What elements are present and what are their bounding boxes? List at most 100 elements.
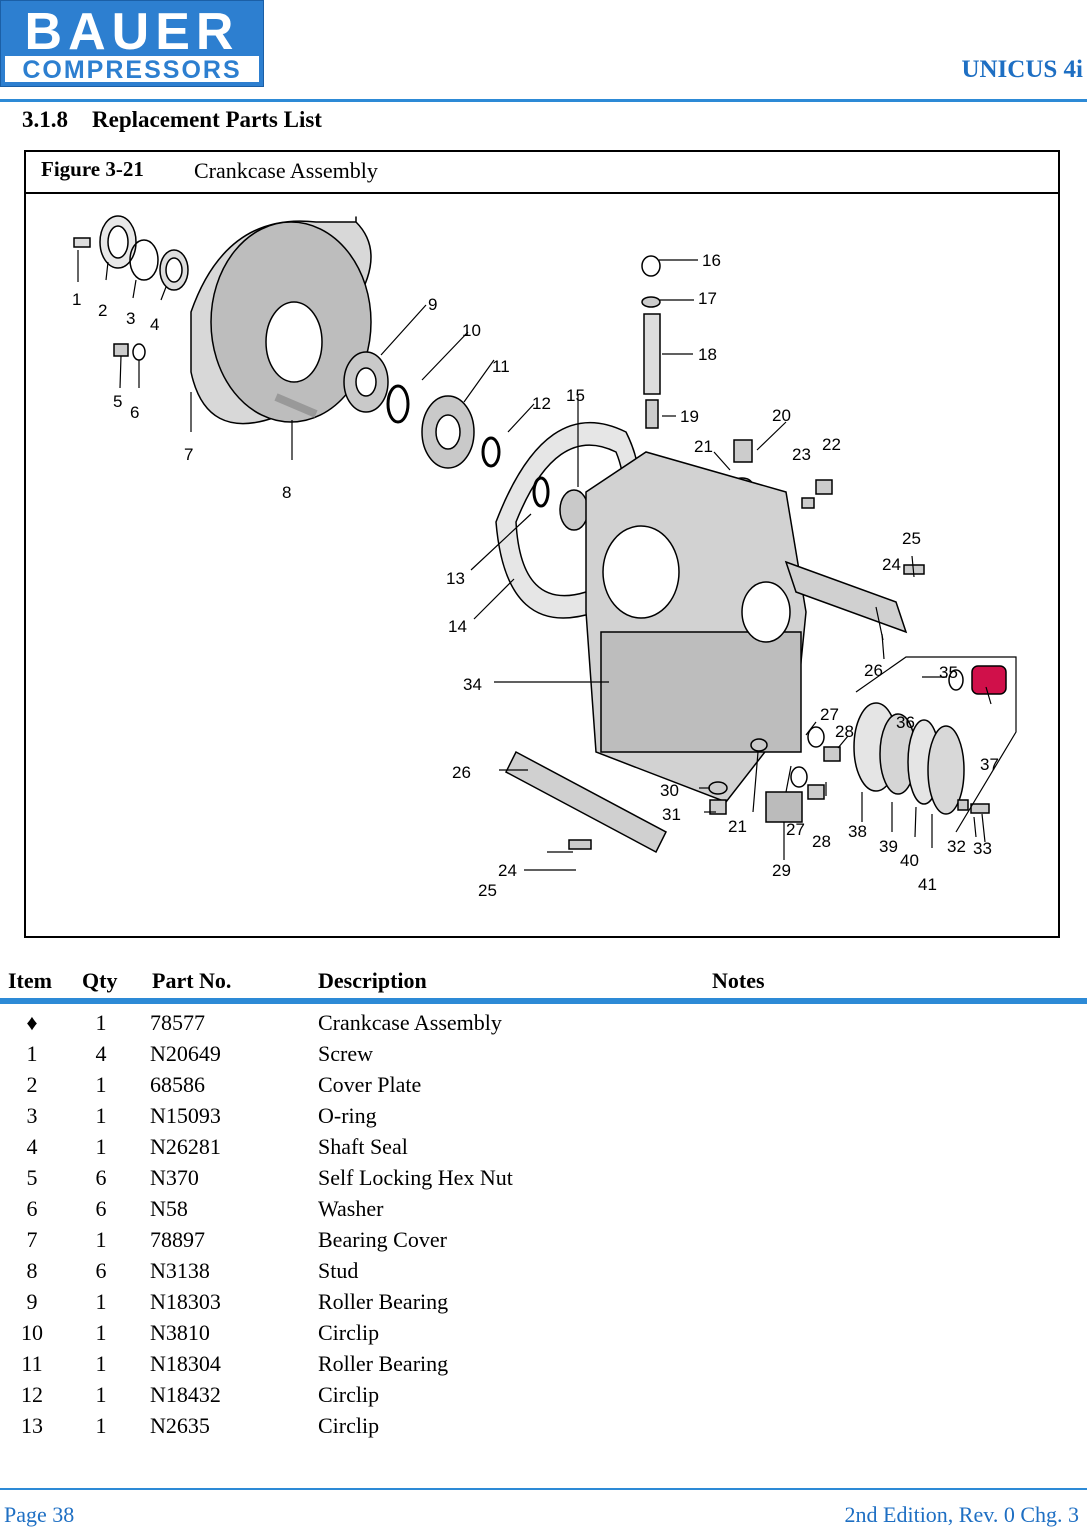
part-crankcase	[585, 451, 807, 803]
callout-4: 4	[150, 315, 159, 334]
part-22	[815, 479, 833, 495]
callout-34: 34	[463, 675, 482, 694]
callout-9: 9	[428, 295, 437, 314]
part-37-red-cap	[971, 665, 1007, 695]
row-item: 2	[26, 1072, 38, 1097]
row-item: 7	[26, 1227, 38, 1252]
part-41	[927, 725, 965, 815]
callout-30: 30	[660, 781, 679, 800]
row-part-no: N15093	[150, 1103, 221, 1128]
callout-36: 36	[896, 713, 915, 732]
part-36	[948, 669, 964, 691]
row-part-no: N3138	[150, 1258, 210, 1283]
row-qty: 1	[95, 1010, 107, 1035]
part-28-a	[823, 746, 841, 762]
row-description: Self Locking Hex Nut	[318, 1165, 513, 1190]
callout-39: 39	[879, 837, 898, 856]
table-rule	[0, 998, 1087, 1004]
row-qty: 1	[95, 1382, 107, 1407]
row-item: 3	[26, 1103, 38, 1128]
callout-23: 23	[792, 445, 811, 464]
part-33	[970, 803, 990, 814]
part-circlip-12	[481, 436, 501, 468]
row-description: Circlip	[318, 1382, 380, 1407]
row-qty: 1	[95, 1413, 107, 1438]
col-notes: Notes	[712, 968, 765, 993]
part-32	[957, 799, 969, 811]
row-qty: 1	[95, 1289, 107, 1314]
product-name: UNICUS 4i	[961, 56, 1083, 83]
footer-rule	[0, 1488, 1087, 1490]
callout-25: 25	[902, 529, 921, 548]
row-part-no: N18432	[150, 1382, 221, 1407]
row-qty: 1	[95, 1103, 107, 1128]
row-description: Crankcase Assembly	[318, 1010, 502, 1035]
figure-header: Figure 3-21 Crankcase Assembly	[26, 152, 1058, 194]
row-qty: 6	[95, 1196, 107, 1221]
callout-10: 10	[462, 321, 481, 340]
part-bearing-15	[559, 489, 589, 531]
callout-28: 28	[835, 722, 854, 741]
row-item: 9	[26, 1289, 38, 1314]
callout-27: 27	[820, 705, 839, 724]
part-roller-bearing-9	[343, 351, 389, 413]
row-description: Shaft Seal	[318, 1134, 408, 1159]
callout-28-b: 28	[812, 832, 831, 851]
callout-32: 32	[947, 837, 966, 856]
part-o-ring	[129, 239, 159, 281]
callout-38: 38	[848, 822, 867, 841]
callout-18: 18	[698, 345, 717, 364]
callout-5: 5	[113, 392, 122, 411]
bauer-logo: BAUER COMPRESSORS	[0, 0, 264, 87]
row-description: O-ring	[318, 1103, 377, 1128]
row-qty: 1	[95, 1072, 107, 1097]
row-item: 5	[26, 1165, 38, 1190]
row-item: 11	[21, 1351, 43, 1376]
callout-29: 29	[772, 861, 791, 880]
part-washer	[132, 343, 146, 361]
callout-14: 14	[448, 617, 467, 636]
callout-11: 11	[492, 357, 510, 376]
callout-3: 3	[126, 309, 135, 328]
callout-12: 12	[532, 394, 551, 413]
row-description: Cover Plate	[318, 1072, 422, 1097]
callout-25-b: 25	[478, 881, 497, 900]
callout-17: 17	[698, 289, 717, 308]
row-qty: 1	[95, 1320, 107, 1345]
col-qty: Qty	[82, 968, 118, 993]
col-item: Item	[8, 968, 52, 993]
callout-19: 19	[680, 407, 699, 426]
logo-line1: BAUER	[25, 3, 240, 61]
row-description: Roller Bearing	[318, 1289, 449, 1314]
callout-8: 8	[282, 483, 291, 502]
row-qty: 1	[95, 1351, 107, 1376]
part-28-b	[807, 784, 825, 800]
row-qty: 4	[95, 1041, 107, 1066]
part-19	[645, 399, 659, 429]
col-part-no: Part No.	[152, 968, 232, 993]
row-item: ♦	[26, 1010, 38, 1035]
row-item: 6	[26, 1196, 38, 1221]
part-20	[733, 439, 753, 463]
callout-31: 31	[662, 805, 681, 824]
callout-22: 22	[822, 435, 841, 454]
row-part-no: N20649	[150, 1041, 221, 1066]
logo-line2: COMPRESSORS	[22, 56, 241, 84]
callout-24-b: 24	[498, 861, 517, 880]
callout-33: 33	[973, 839, 992, 858]
callout-7: 7	[184, 445, 193, 464]
callout-26-b: 26	[452, 763, 471, 782]
row-qty: 6	[95, 1258, 107, 1283]
part-circlip-10	[386, 384, 410, 424]
callout-24: 24	[882, 555, 901, 574]
